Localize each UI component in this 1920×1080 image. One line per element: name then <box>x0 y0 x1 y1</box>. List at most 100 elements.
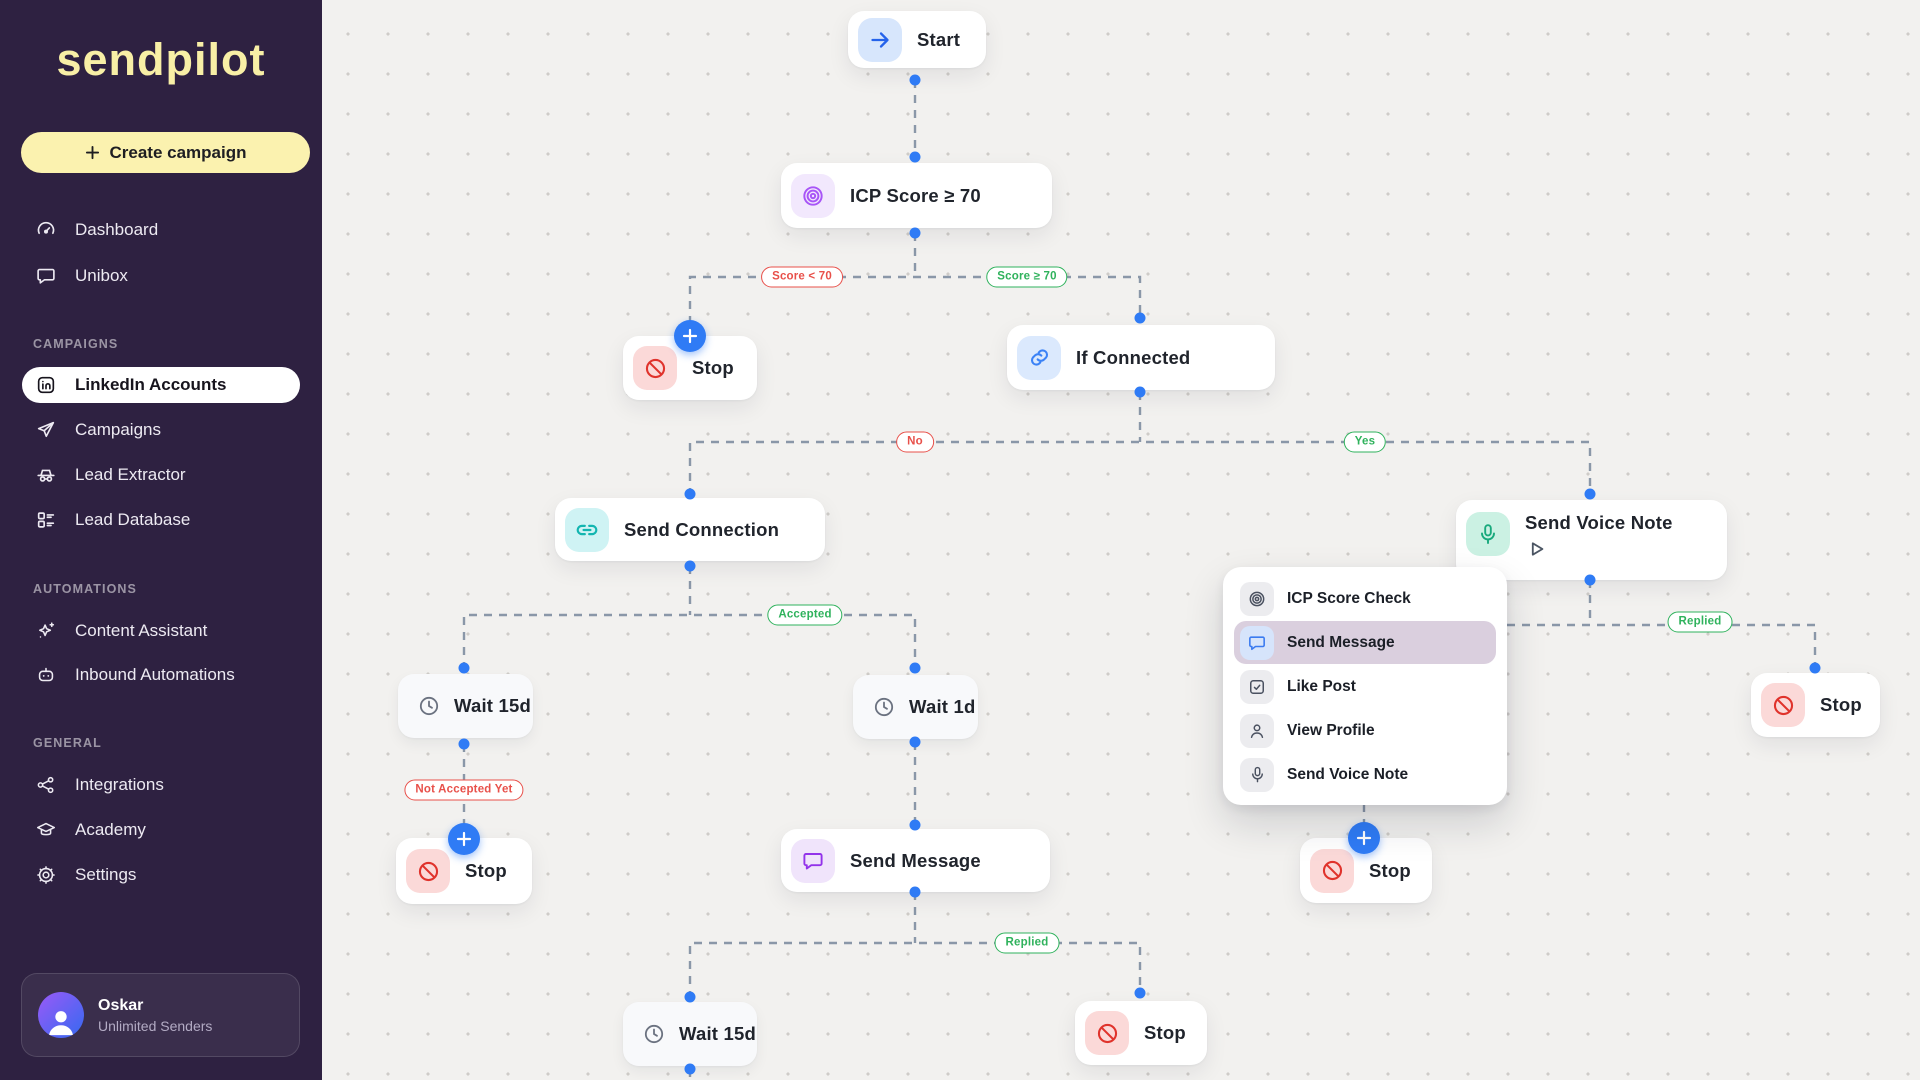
create-campaign-button[interactable]: Create campaign <box>21 132 310 173</box>
paper-plane-icon <box>34 418 58 442</box>
sparkles-icon <box>34 619 58 643</box>
connector-handle <box>909 886 921 898</box>
connector-handle <box>909 819 921 831</box>
sidebar-item-label: Academy <box>75 820 146 839</box>
sidebar-item-label: Settings <box>75 865 137 884</box>
sidebar: sendpilot Create campaign Dashboard Unib… <box>0 0 322 1080</box>
connector-handle <box>1584 574 1596 586</box>
plus-icon <box>682 328 698 344</box>
plus-icon <box>1356 830 1372 846</box>
sidebar-item-label: LinkedIn Accounts <box>75 375 227 394</box>
node-send-connection[interactable]: Send Connection <box>555 498 825 561</box>
plus-icon <box>456 831 472 847</box>
sidebar-item-unibox[interactable]: Unibox <box>22 258 300 294</box>
edge-label-not-accepted: Not Accepted Yet <box>404 779 524 801</box>
robot-icon <box>34 663 58 687</box>
node-label: Stop <box>1369 859 1411 881</box>
add-step-button[interactable] <box>674 320 706 352</box>
connector-handle <box>1809 662 1821 674</box>
add-step-button[interactable] <box>448 823 480 855</box>
edge-label-score-gte: Score ≥ 70 <box>986 266 1068 288</box>
share-nodes-icon <box>34 773 58 797</box>
ban-icon <box>1761 683 1805 727</box>
add-step-button[interactable] <box>1348 822 1380 854</box>
sidebar-item-label: Unibox <box>75 266 128 285</box>
connector-handle <box>1134 386 1146 398</box>
gauge-icon <box>34 218 58 242</box>
menu-item-label: Like Post <box>1287 677 1356 695</box>
connector-handle <box>909 74 921 86</box>
sidebar-item-label: Content Assistant <box>75 621 208 640</box>
sidebar-item-integrations[interactable]: Integrations <box>22 767 300 803</box>
node-icp-score[interactable]: ICP Score ≥ 70 <box>781 163 1052 228</box>
node-stop-replied-bottom[interactable]: Stop <box>1075 1001 1207 1065</box>
edge-label-no: No <box>896 431 934 453</box>
node-label: Wait 15d <box>679 1023 756 1044</box>
edge-label-replied-right: Replied <box>1667 611 1733 633</box>
node-label: Start <box>917 28 961 50</box>
sidebar-item-inbound-automations[interactable]: Inbound Automations <box>22 657 300 693</box>
add-step-menu: ICP Score Check Send Message Like Post V… <box>1223 567 1507 805</box>
mic-icon <box>1466 512 1510 556</box>
incognito-icon <box>34 463 58 487</box>
target-icon <box>1240 581 1274 616</box>
node-if-connected[interactable]: If Connected <box>1007 325 1275 390</box>
menu-item-icp-score-check[interactable]: ICP Score Check <box>1234 577 1496 620</box>
menu-item-like-post[interactable]: Like Post <box>1234 665 1496 708</box>
node-label: Wait 1d <box>909 696 976 717</box>
chain-link-icon <box>1017 335 1061 380</box>
node-wait-15d-left[interactable]: Wait 15d <box>398 674 533 738</box>
ban-icon <box>406 849 450 893</box>
connector-handle <box>1584 488 1596 500</box>
sidebar-item-label: Campaigns <box>75 420 161 439</box>
ban-icon <box>633 346 677 390</box>
connector-handle <box>684 1063 696 1075</box>
node-send-message[interactable]: Send Message <box>781 829 1050 892</box>
person-icon <box>1240 713 1274 748</box>
user-plan: Unlimited Senders <box>98 1017 213 1034</box>
user-name: Oskar <box>98 996 144 1014</box>
menu-item-label: Send Voice Note <box>1287 765 1409 783</box>
sidebar-item-label: Lead Extractor <box>75 465 186 484</box>
sidebar-item-label: Inbound Automations <box>75 665 235 684</box>
menu-item-label: Send Message <box>1287 633 1395 651</box>
node-label: Wait 15d <box>454 695 531 716</box>
sidebar-item-content-assistant[interactable]: Content Assistant <box>22 613 300 649</box>
node-label: If Connected <box>1076 346 1191 368</box>
node-stop-replied-right[interactable]: Stop <box>1751 673 1880 737</box>
chat-icon <box>34 264 58 288</box>
arrow-right-icon <box>858 17 902 62</box>
section-header-general: GENERAL <box>33 736 102 750</box>
connector-handle <box>458 738 470 750</box>
play-icon[interactable] <box>1525 538 1673 560</box>
node-start[interactable]: Start <box>848 11 986 68</box>
node-wait-15d-bottom[interactable]: Wait 15d <box>623 1002 757 1066</box>
menu-item-label: ICP Score Check <box>1287 589 1411 607</box>
sidebar-item-settings[interactable]: Settings <box>22 857 300 893</box>
mic-icon <box>1240 757 1274 792</box>
node-label: Stop <box>465 860 507 881</box>
node-send-voice-note[interactable]: Send Voice Note <box>1456 500 1727 580</box>
sidebar-item-label: Integrations <box>75 775 164 794</box>
sidebar-item-dashboard[interactable]: Dashboard <box>22 212 300 248</box>
clock-icon <box>416 693 442 719</box>
sidebar-item-lead-extractor[interactable]: Lead Extractor <box>22 457 300 493</box>
node-label: Stop <box>692 357 734 378</box>
section-header-automations: AUTOMATIONS <box>33 582 137 596</box>
node-label: ICP Score ≥ 70 <box>850 184 981 206</box>
chat-icon <box>1240 625 1274 660</box>
connector-handle <box>458 662 470 674</box>
connector-handle <box>1134 987 1146 999</box>
sidebar-item-campaigns[interactable]: Campaigns <box>22 412 300 448</box>
menu-item-send-message[interactable]: Send Message <box>1234 621 1496 664</box>
plus-icon <box>85 145 99 160</box>
menu-item-view-profile[interactable]: View Profile <box>1234 709 1496 752</box>
sidebar-item-linkedin-accounts[interactable]: LinkedIn Accounts <box>22 367 300 403</box>
menu-item-send-voice-note[interactable]: Send Voice Note <box>1234 753 1496 796</box>
sidebar-item-lead-database[interactable]: Lead Database <box>22 502 300 538</box>
connector-handle <box>684 991 696 1003</box>
user-account-card[interactable]: Oskar Unlimited Senders <box>21 973 300 1057</box>
sidebar-item-academy[interactable]: Academy <box>22 812 300 848</box>
node-wait-1d[interactable]: Wait 1d <box>853 675 978 739</box>
